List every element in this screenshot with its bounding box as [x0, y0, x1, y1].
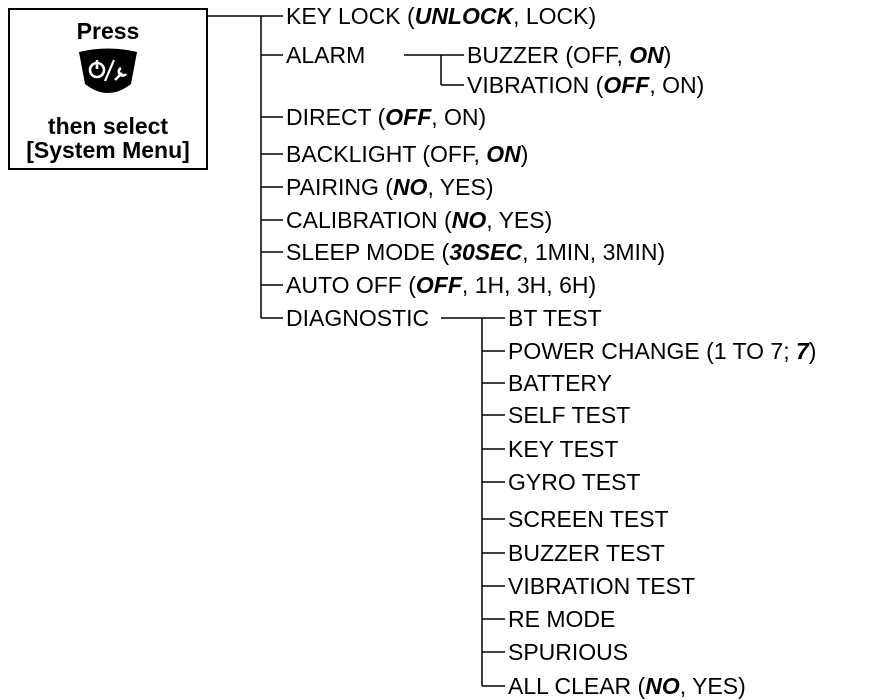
- diagnostic-item-all-clear: ALL CLEAR (NO, YES): [508, 673, 746, 699]
- diagnostic-item-gyro-test: GYRO TEST: [508, 469, 641, 495]
- menu-item-sleep-mode: SLEEP MODE (30SEC, 1MIN, 3MIN): [286, 239, 666, 265]
- alarm-item-buzzer: BUZZER (OFF, ON): [467, 42, 672, 68]
- diagnostic-item-buzzer-test: BUZZER TEST: [508, 540, 665, 566]
- system-menu-label: [System Menu]: [26, 137, 190, 163]
- diagnostic-item-key-test: KEY TEST: [508, 436, 619, 462]
- menu-item-backlight: BACKLIGHT (OFF, ON): [286, 141, 529, 167]
- entry-box: Press then select [System Menu]: [8, 8, 208, 170]
- menu-item-alarm: ALARM: [286, 42, 366, 68]
- menu-item-calibration: CALIBRATION (NO, YES): [286, 207, 553, 233]
- diagnostic-item-battery: BATTERY: [508, 370, 612, 396]
- menu-item-direct: DIRECT (OFF, ON): [286, 104, 487, 130]
- power-settings-button-icon: [79, 48, 137, 93]
- press-label: Press: [76, 18, 140, 44]
- menu-item-auto-off: AUTO OFF (OFF, 1H, 3H, 6H): [286, 272, 597, 298]
- diagnostic-item-power-change: POWER CHANGE (1 TO 7; 7): [508, 338, 817, 364]
- alarm-item-vibration: VIBRATION (OFF, ON): [467, 72, 705, 98]
- diagnostic-item-spurious: SPURIOUS: [508, 639, 629, 665]
- menu-item-pairing: PAIRING (NO, YES): [286, 174, 494, 200]
- diagnostic-item-screen-test: SCREEN TEST: [508, 506, 669, 532]
- then-select-label: then select: [47, 113, 169, 139]
- diagnostic-item-vibration-test: VIBRATION TEST: [508, 573, 696, 599]
- diagnostic-item-re-mode: RE MODE: [508, 606, 616, 632]
- menu-item-diagnostic: DIAGNOSTIC: [286, 305, 430, 331]
- menu-item-key-lock: KEY LOCK (UNLOCK, LOCK): [286, 3, 597, 29]
- diagnostic-item-self-test: SELF TEST: [508, 402, 631, 428]
- diagnostic-item-bt-test: BT TEST: [508, 305, 602, 331]
